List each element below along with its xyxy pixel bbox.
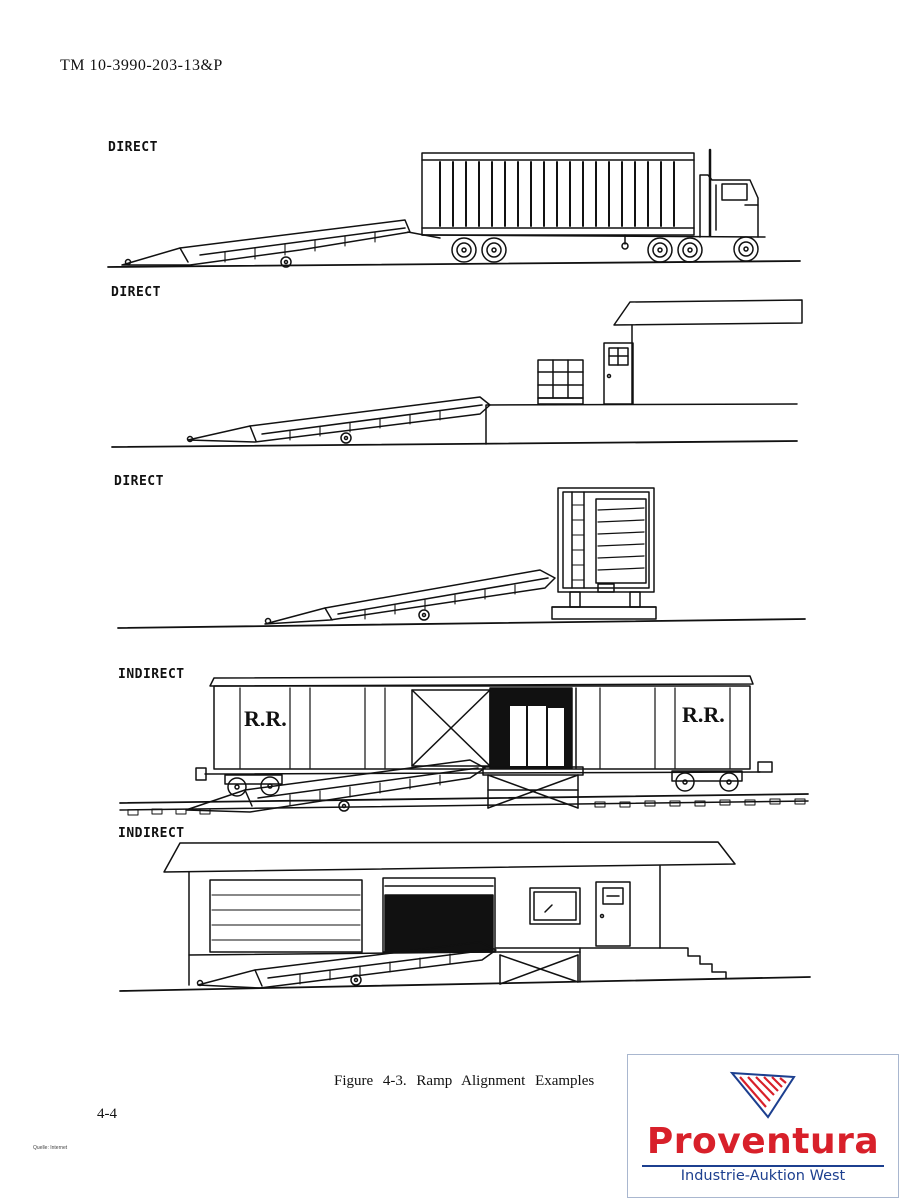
yard-ramp-3 bbox=[264, 569, 556, 625]
illustration-direct-truck bbox=[107, 148, 801, 268]
panel-label-direct-container: DIRECT bbox=[114, 474, 164, 489]
document-id: TM 10-3990-203-13&P bbox=[60, 57, 223, 74]
illustration-indirect-railcar bbox=[119, 675, 809, 816]
source-note: Quelle: Internet bbox=[33, 1145, 68, 1151]
brand-emblem-icon bbox=[729, 1071, 796, 1119]
truck-wheels bbox=[451, 236, 759, 263]
brand-tagline: Industrie-Auktion West bbox=[680, 1168, 846, 1184]
yard-ramp-4 bbox=[185, 759, 486, 813]
illustration-direct-dock bbox=[111, 299, 803, 448]
figure-caption: Figure 4-3. Ramp Alignment Examples bbox=[334, 1073, 595, 1089]
watermark-logo: Proventura Industrie-Auktion West bbox=[627, 1054, 899, 1198]
brand-name: Proventura bbox=[646, 1121, 880, 1162]
yard-ramp-5 bbox=[196, 941, 497, 989]
railcar-wheels bbox=[224, 770, 743, 797]
brand-divider bbox=[642, 1165, 884, 1167]
panel-label-indirect-warehouse: INDIRECT bbox=[118, 826, 185, 841]
panel-label-direct-truck: DIRECT bbox=[108, 140, 158, 155]
yard-ramp-2 bbox=[186, 396, 491, 444]
panel-label-indirect-railcar: INDIRECT bbox=[118, 667, 185, 682]
page-number: 4-4 bbox=[97, 1106, 117, 1122]
illustration-direct-container bbox=[117, 487, 806, 629]
boxcar-marking-left: R.R. bbox=[244, 706, 287, 731]
panel-label-direct-dock: DIRECT bbox=[111, 285, 161, 300]
boxcar-marking-right: R.R. bbox=[682, 702, 725, 727]
yard-ramp-1 bbox=[121, 219, 411, 268]
illustration-indirect-warehouse bbox=[119, 841, 811, 992]
